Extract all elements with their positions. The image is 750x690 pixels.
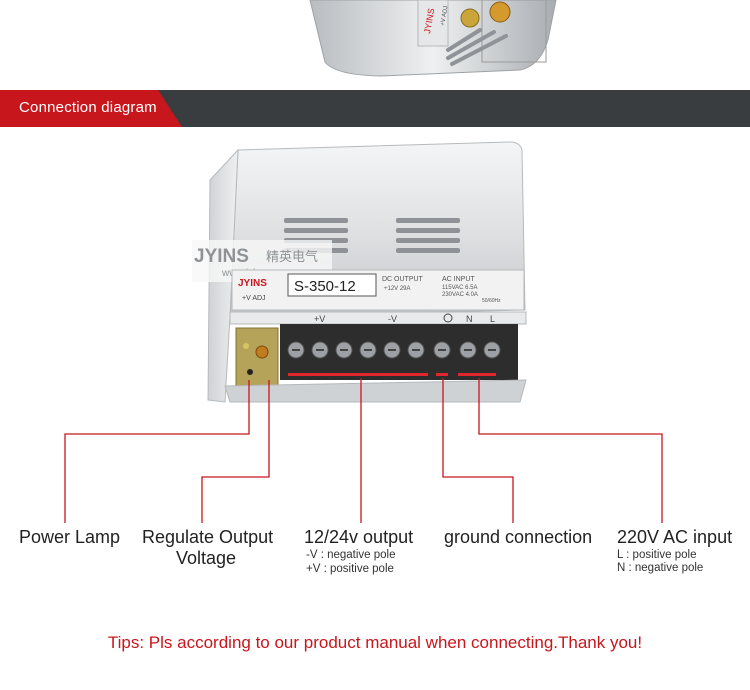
section-header-accent: [0, 90, 182, 127]
terminal-l-label: L: [490, 314, 495, 324]
ground-symbol-icon: [443, 313, 453, 323]
label-regulate-line1: Regulate Output: [142, 527, 274, 547]
terminal-pos-label: +V: [314, 314, 325, 324]
section-title: Connection diagram: [19, 99, 157, 116]
watermark-brand: JYINS: [194, 246, 249, 267]
tips-text: Tips: Pls according to our product manua…: [107, 633, 643, 652]
label-regulate-line2: Voltage: [176, 548, 237, 568]
output-positive-note: +V : positive pole: [306, 563, 394, 575]
output-negative-note: -V : negative pole: [306, 549, 396, 561]
ac-n-note: N : negative pole: [617, 562, 704, 574]
label-power-lamp: Power Lamp: [19, 527, 121, 547]
terminal-neg-label: -V: [388, 314, 397, 324]
ac-input-title: AC INPUT: [442, 276, 475, 283]
ac-l-note: L : positive pole: [617, 549, 697, 561]
top-brand-text: JYINS: [422, 7, 436, 34]
adj-label: +V ADJ: [242, 295, 266, 302]
top-product-fragment: JYINS +V ADJ: [309, 0, 557, 77]
top-adj-text: +V ADJ: [440, 5, 449, 26]
ac-input-line2: 230VAC 4.0A: [442, 292, 478, 298]
dc-output-spec: +12V 29A: [384, 286, 411, 292]
label-ground: ground connection: [444, 527, 593, 547]
power-supply-image: JYINS 精英电气 www.jyins.com JYINS S-350-12 …: [192, 141, 527, 403]
model-number: S-350-12: [294, 278, 356, 295]
watermark-brand-cn: 精英电气: [266, 249, 318, 265]
label-output: 12/24v output: [304, 527, 414, 547]
label-ac-input: 220V AC input: [617, 527, 733, 547]
terminal-n-label: N: [466, 314, 473, 324]
ac-input-line1: 115VAC 6.5A: [442, 285, 477, 291]
ac-input-line3: 50/60Hz: [482, 298, 501, 304]
dc-output-title: DC OUTPUT: [382, 276, 424, 283]
panel-brand: JYINS: [238, 278, 267, 289]
